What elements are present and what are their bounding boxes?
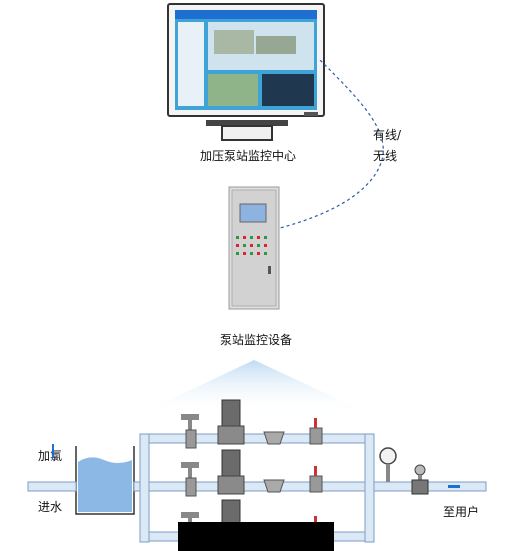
control-cabinet	[228, 186, 280, 310]
water-tank	[75, 446, 135, 515]
outlet-pipe	[373, 481, 487, 492]
branch-pipe-2	[148, 481, 366, 492]
signal-beam	[140, 360, 370, 414]
to-user-label: 至用户	[443, 505, 480, 519]
station-device-label: 泵站监控设备	[220, 333, 293, 347]
pump-unit-2	[181, 449, 323, 497]
branch-pipe-1	[148, 433, 366, 444]
discharge-header	[364, 433, 375, 543]
monitor-center-label: 加压泵站监控中心	[200, 149, 297, 163]
pump-unit-1	[181, 399, 323, 449]
pump-station-diagram	[27, 360, 487, 551]
wireless-link-line	[279, 60, 384, 229]
suction-header	[139, 433, 150, 543]
water-inlet-label: 进水	[38, 500, 63, 514]
wireless-label-line2: 无线	[373, 149, 398, 163]
pressure-transmitter	[411, 464, 429, 495]
monitor-display	[167, 3, 325, 141]
pressure-gauge	[379, 447, 397, 482]
chlorine-feed-arrow	[52, 444, 54, 458]
wireless-label-line1: 有线/	[373, 128, 402, 142]
inlet-pipe	[27, 481, 77, 492]
add-chlorine-label: 加氯	[38, 449, 63, 463]
redaction-bar	[178, 522, 334, 551]
